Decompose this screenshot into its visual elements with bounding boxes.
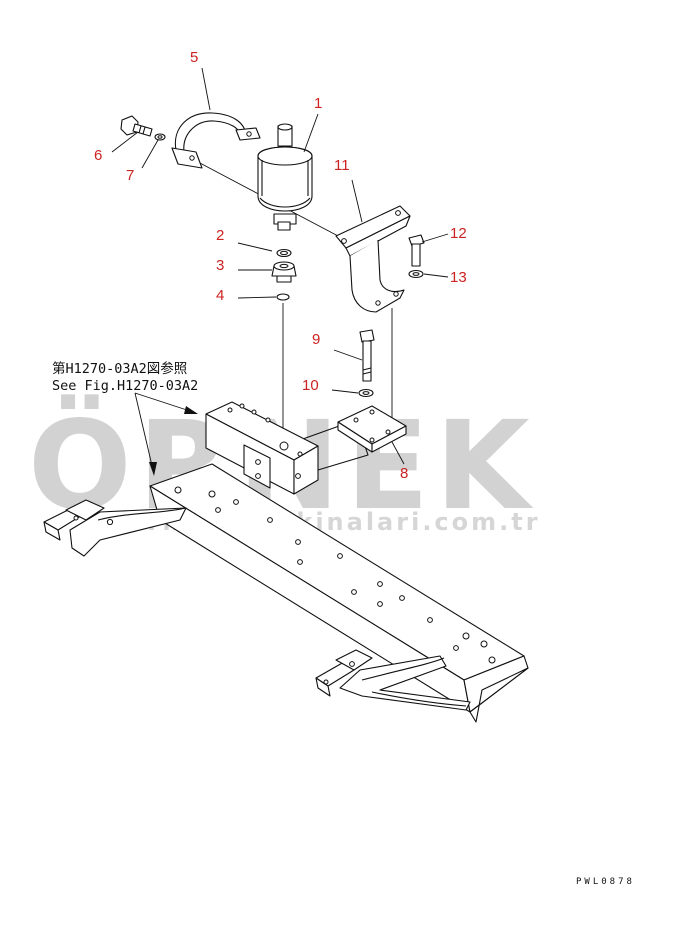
callouts: 1 2 3 4 5 6 7 8 9 10 11 12 13 bbox=[94, 49, 467, 482]
drawing-code: PWL0878 bbox=[576, 877, 635, 887]
figure-reference-note: 第H1270-03A2図参照 See Fig.H1270-03A2 bbox=[52, 360, 198, 394]
washer-part-10 bbox=[358, 388, 374, 398]
bolt-part-6 bbox=[120, 115, 153, 137]
callout-1: 1 bbox=[314, 95, 322, 112]
callout-2: 2 bbox=[216, 227, 224, 244]
callout-3: 3 bbox=[216, 257, 224, 274]
bolt-part-9 bbox=[359, 329, 375, 382]
callout-8: 8 bbox=[400, 465, 408, 482]
mounting-block bbox=[205, 401, 319, 495]
callout-12: 12 bbox=[450, 225, 467, 242]
arrow-head-lower bbox=[149, 462, 157, 476]
callout-4: 4 bbox=[216, 287, 224, 304]
arrow-head-upper bbox=[184, 406, 198, 414]
callout-9: 9 bbox=[312, 331, 320, 348]
washer-part-13 bbox=[408, 269, 424, 279]
accumulator-part-1 bbox=[257, 123, 313, 231]
bolt-part-12 bbox=[408, 234, 425, 267]
clamp-band bbox=[171, 112, 261, 169]
plate-part-8 bbox=[337, 405, 407, 453]
callout-7: 7 bbox=[126, 167, 134, 184]
bracket-part-11 bbox=[335, 205, 411, 313]
o-ring-part-4 bbox=[276, 293, 290, 301]
reference-line-jp: 第H1270-03A2図参照 bbox=[52, 360, 187, 377]
o-ring-part-2 bbox=[276, 248, 292, 258]
left-mount bbox=[43, 499, 187, 557]
right-mount bbox=[315, 649, 471, 711]
callout-5: 5 bbox=[190, 49, 198, 66]
callout-10: 10 bbox=[302, 377, 319, 394]
washer-part-7 bbox=[154, 133, 166, 141]
adapter-part-3 bbox=[271, 261, 297, 283]
reference-line-en: See Fig.H1270-03A2 bbox=[52, 378, 198, 394]
callout-13: 13 bbox=[450, 269, 467, 286]
callout-6: 6 bbox=[94, 147, 102, 164]
callout-11: 11 bbox=[334, 157, 350, 174]
main-frame bbox=[149, 463, 529, 723]
